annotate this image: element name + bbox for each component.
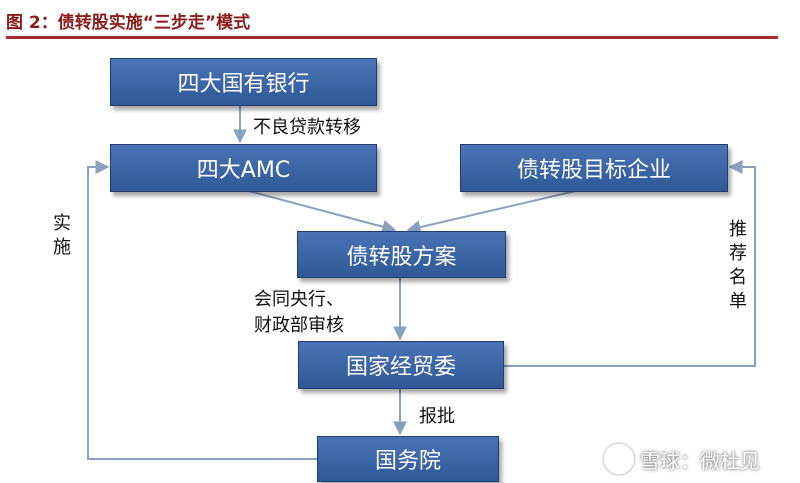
label-implement-char: 施 [53, 237, 71, 258]
label-review-line1: 会同央行、 [254, 289, 344, 310]
arrow-amc-to-plan [244, 189, 397, 234]
label-recommend-char: 推 [729, 219, 747, 240]
arrow-council-to-amc [87, 160, 317, 460]
box-trade-commission: 国家经贸委 [298, 341, 504, 389]
box-target-enterprise: 债转股目标企业 [460, 144, 728, 192]
figure-title: 图 2：债转股实施“三步走”模式 [6, 13, 251, 33]
box-banks: 四大国有银行 [110, 58, 377, 106]
label-recommend-char: 单 [729, 291, 747, 312]
label-recommend-char: 荐 [729, 243, 747, 264]
watermark: 雪球：微杜见 [604, 444, 760, 474]
watermark-text: 雪球：微杜见 [640, 448, 760, 473]
arrow-target-to-plan [406, 189, 581, 234]
box-amc: 四大AMC [110, 144, 377, 192]
label-implement: 实 施 [51, 212, 73, 260]
label-report-approval: 报批 [419, 406, 455, 427]
arrow-commission-to-target [502, 160, 756, 367]
box-conversion-plan: 债转股方案 [297, 231, 506, 278]
label-review-line2: 财政部审核 [254, 315, 344, 336]
label-bad-loan-transfer: 不良贷款转移 [253, 117, 361, 138]
label-recommend-char: 名 [729, 267, 747, 288]
label-recommend-list: 推 荐 名 单 [727, 218, 749, 314]
label-implement-char: 实 [53, 213, 71, 234]
title-rule [6, 36, 778, 39]
box-state-council: 国务院 [317, 436, 499, 482]
snowball-logo-icon [604, 444, 634, 474]
